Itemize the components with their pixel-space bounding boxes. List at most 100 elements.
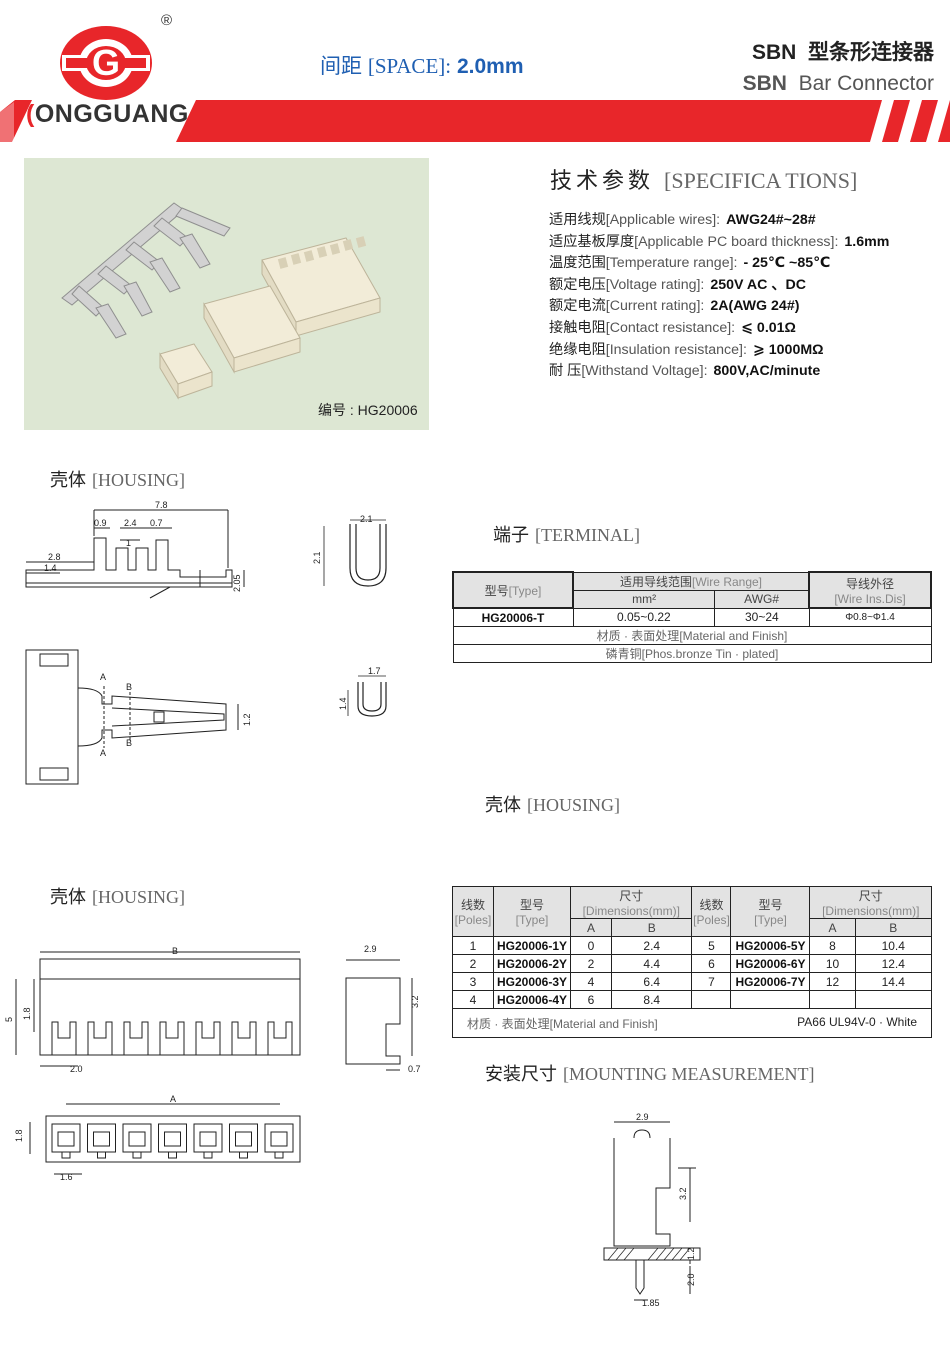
terminal-spec-table: 型号[Type] 适用导线范围[Wire Range] 导线外径[Wire In… [452,571,932,663]
section-b-top: B [126,682,132,692]
poles-zh: 线数 [460,898,485,912]
dim-1-2: 1.2 [242,713,252,726]
dim-2-1-width: 2.1 [360,514,373,524]
type-cell-text: HG20006-6Y [735,956,806,971]
section-a-bottom: A [100,748,106,758]
wire-range-header: 适用导线范围[Wire Range] [572,571,810,591]
mm2-header: mm² [572,589,716,609]
b-cell: 4.4 [610,954,693,973]
dim-1-4-section: 1.4 [338,697,348,710]
material-en: [Material and Finish] [549,1016,658,1031]
terminal-section-drawing: 1.7 1.4 [338,666,387,717]
a-header: A [570,918,612,937]
type-en: [Type] [754,913,787,927]
housing-cell-window [128,1131,146,1147]
poles-cell-text: 4 [469,992,477,1007]
brand-name: (ONGGUANG [26,100,189,129]
a-cell: 10 [809,954,856,973]
title-en-text: Bar Connector [798,72,934,95]
dim-zh: 尺寸 [619,889,644,903]
type-cell-text: HG20006-5Y [735,938,806,953]
spec-value: ⩾ 1000MΩ [752,341,824,358]
terminal-material-header: 材质 · 表面处理[Material and Finish] [452,626,932,645]
mm2-value: 0.05~0.22 [572,607,716,627]
heading-en: [HOUSING] [527,795,620,815]
brand-text: ONGGUANG [34,100,189,128]
b-cell [854,990,933,1009]
terminal-finish-value: 磷青铜[Phos.bronze Tin · plated] [452,644,932,663]
type-cell-text: HG20006-4Y [496,992,568,1007]
dim-0-7: 0.7 [150,518,163,528]
housing-slot [123,1021,149,1055]
poles-cell-text: 1 [469,938,477,953]
terminal-type-header: 型号[Type] [452,571,574,609]
poles-en: [Poles] [693,913,730,927]
spec-label-zh: 适用线规 [549,212,606,228]
housing-spec-table: 线数[Poles] 型号[Type] 尺寸[Dimensions(mm)] 线数… [452,886,933,1038]
logo-letter: G [92,42,120,83]
spec-row: 绝缘电阻[Insulation resistance]:⩾ 1000MΩ [549,339,824,359]
photo-housing-5p [203,285,301,374]
spec-value: 800V,AC/minute [713,363,821,380]
dim-1-8: 1.8 [22,1007,32,1020]
housing-cell [87,1123,116,1153]
spec-row: 额定电流[Current rating]:2A(AWG 24#) [549,295,799,315]
housing-cell-tab [239,1151,248,1159]
a-cell: 2 [570,954,612,973]
poles-header-2: 线数[Poles] [691,886,732,937]
brand-c-mark: ( [26,100,35,128]
pitch-spec: 间距 [SPACE]: 2.0mm [320,50,524,80]
housing-side-drawing: 2.9 3.2 0.7 [345,944,421,1074]
section-b-bottom: B [126,738,132,748]
poles-en: [Poles] [454,913,492,927]
material-value: PA66 UL94V-0 · White [797,1014,917,1029]
dim-en: [Dimensions(mm)] [822,904,920,918]
b-cell: 12.4 [854,954,933,973]
housing-material-row: 材质 · 表面处理[Material and Finish] PA66 UL94… [452,1008,932,1038]
terminal-top-drawing: A A B B 1.2 [25,649,252,785]
poles-cell: 1 [452,936,494,955]
housing-slot [51,1021,77,1055]
type-cell: HG20006-2Y [493,954,571,973]
spec-label-en: [Applicable PC board thickness]: [634,233,839,250]
poles-cell: 6 [691,954,732,973]
spec-label-en: [Insulation resistance]: [605,341,747,358]
page-title-zh: SBN 型条形连接器 [752,36,934,66]
b-cell: 6.4 [610,972,693,991]
b-cell-text: 12.4 [881,956,905,971]
a-cell [809,990,856,1009]
b-header-2: B [854,918,933,937]
brand-logo: G [60,26,152,100]
housing-cell-window [93,1131,110,1147]
dim-5: 5 [4,1017,14,1022]
poles-cell-text: 7 [708,974,715,989]
spec-value: ⩽ 0.01Ω [741,320,796,336]
housing-cell-tab [274,1151,284,1159]
poles-cell: 3 [452,972,494,991]
dim-1-7: 1.7 [368,666,381,676]
dim-1-85: 1.85 [642,1298,660,1308]
heading-zh: 端子 [493,525,529,545]
housing-cell [264,1123,294,1153]
type-cell-text: HG20006-3Y [496,974,568,989]
spec-row: 额定电压[Voltage rating]:250V AC 、DC [549,274,806,294]
wire-ins-zh: 导线外径 [845,576,894,591]
product-photo-art [61,202,381,400]
title-zh-prefix: SBN [751,41,797,64]
a-cell-text: 10 [825,956,840,971]
spec-row: 温度范围[Temperature range]:- 25℃ ~85℃ [549,252,830,272]
spec-label-zh: 温度范围 [549,255,606,272]
spec-value: 1.6mm [844,233,890,250]
wire-ins-en: [Wire Ins.Dis] [834,591,906,606]
b-cell-text: 10.4 [881,938,905,953]
heading-zh: 壳体 [50,470,86,490]
section-a-top: A [100,672,106,682]
heading-zh: 壳体 [50,887,86,907]
wire-ins-header: 导线外径[Wire Ins.Dis] [808,571,932,609]
housing-cell-window [235,1131,252,1147]
dim-2-1-height: 2.1 [312,551,322,564]
dim-en: [Dimensions(mm)] [582,904,680,918]
dim-2-9-mount: 2.9 [636,1112,649,1122]
poles-cell: 7 [691,972,732,991]
